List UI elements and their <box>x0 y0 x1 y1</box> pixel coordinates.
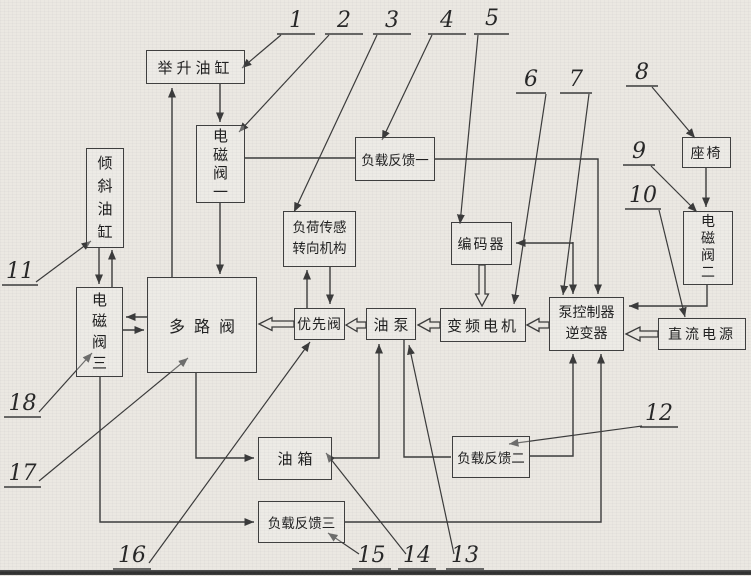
connector-multiway-to-oiltank <box>195 373 254 462</box>
hollow-arrow-pumpctrl-to-motor <box>525 317 550 333</box>
leader-line-2 <box>238 34 330 133</box>
hollow-arrow-dcpower-to-pumpctrl <box>624 325 659 343</box>
leader-line-9 <box>650 165 698 213</box>
hollow-arrow-priority-to-multiway <box>257 316 295 332</box>
block-label-encoder: 编码器 <box>457 236 506 253</box>
leader-line-12 <box>508 425 643 447</box>
block-oil-pump: 油泵 <box>366 308 416 340</box>
leader-line-17 <box>38 357 189 482</box>
connector-oilpump-to-loadfb2 <box>403 340 451 458</box>
callout-underlines <box>2 33 678 570</box>
block-label-load-feedback-1: 负载反馈一 <box>361 153 429 169</box>
block-seat: 座椅 <box>682 137 731 168</box>
hollow-arrow-encoder-to-motor <box>474 264 490 308</box>
leader-line-8 <box>651 86 696 139</box>
block-label-dc-power: 直流电源 <box>668 327 736 343</box>
callout-4: 4 <box>440 8 454 33</box>
block-label-lift-cylinder: 举升油缸 <box>157 58 234 77</box>
block-label-priority-valve: 优先阀 <box>297 317 342 333</box>
callout-17: 17 <box>8 461 37 486</box>
callout-12: 12 <box>645 401 673 426</box>
block-load-sensing-steering: 负荷传感转向机构 <box>283 211 356 267</box>
callout-1: 1 <box>289 8 303 33</box>
leader-line-7 <box>560 93 590 296</box>
block-tilt-cylinder: 倾斜油缸 <box>86 148 124 248</box>
block-oil-tank: 油箱 <box>258 437 332 480</box>
block-pump-controller-inverter: 泵控制器逆变器 <box>549 297 624 351</box>
leader-line-16 <box>148 341 311 564</box>
callout-2: 2 <box>337 8 351 33</box>
callout-10: 10 <box>629 183 657 208</box>
block-label-oil-tank: 油箱 <box>277 450 318 468</box>
leader-line-1 <box>241 34 282 69</box>
leader-line-14 <box>325 452 407 555</box>
block-label-solenoid-valve-2: 电磁阀二 <box>700 214 715 281</box>
callout-9: 9 <box>632 139 646 164</box>
block-solenoid-valve-2: 电磁阀二 <box>683 211 733 285</box>
leader-line-18 <box>38 352 93 413</box>
leader-line-6 <box>511 93 547 305</box>
block-multi-way-valve: 多路阀 <box>147 277 257 373</box>
leader-line-11 <box>35 240 92 283</box>
connector-sv2-to-pumpctrl <box>629 285 708 310</box>
connector-loadfb2-to-pumpctrl <box>530 354 577 457</box>
callout-7: 7 <box>569 67 583 92</box>
callout-3: 3 <box>385 8 399 33</box>
block-load-feedback-1: 负载反馈一 <box>355 137 435 181</box>
hollow-arrow-oilpump-to-priority <box>344 317 367 333</box>
hollow-arrow-motor-to-oilpump <box>416 317 441 333</box>
callout-11: 11 <box>6 259 34 284</box>
block-label-load-feedback-2: 负载反馈二 <box>457 451 525 467</box>
callout-6: 6 <box>524 67 538 92</box>
block-solenoid-valve-3: 电磁阀三 <box>76 287 123 377</box>
callout-14: 14 <box>403 543 431 568</box>
leader-line-13 <box>407 344 455 555</box>
block-priority-valve: 优先阀 <box>294 308 345 340</box>
block-label-vfd-motor: 变频电机 <box>446 316 519 335</box>
leader-line-4 <box>381 34 433 141</box>
connector-oiltank-to-oilpump <box>332 344 383 459</box>
block-solenoid-valve-1: 电磁阀一 <box>196 125 245 203</box>
leader-line-5 <box>456 34 479 225</box>
block-encoder: 编码器 <box>451 222 512 265</box>
scan-edge-band <box>0 570 751 575</box>
block-label-multi-way-valve: 多路阀 <box>168 317 244 336</box>
leader-line-15 <box>327 532 360 555</box>
leader-line-3 <box>293 34 378 213</box>
callout-15: 15 <box>357 543 386 568</box>
block-label-seat: 座椅 <box>690 145 723 162</box>
block-label-load-sensing-steering: 负荷传感转向机构 <box>292 220 347 257</box>
block-lift-cylinder: 举升油缸 <box>146 50 245 84</box>
block-dc-power: 直流电源 <box>658 318 746 350</box>
block-label-solenoid-valve-3: 电磁阀三 <box>91 291 107 372</box>
callout-13: 13 <box>451 543 479 568</box>
callout-5: 5 <box>485 6 499 31</box>
callout-8: 8 <box>635 60 649 85</box>
block-label-tilt-cylinder: 倾斜油缸 <box>97 154 113 241</box>
block-label-solenoid-valve-1: 电磁阀一 <box>212 127 228 201</box>
block-load-feedback-3: 负载反馈三 <box>258 501 345 543</box>
callout-16: 16 <box>118 543 146 568</box>
block-load-feedback-2: 负载反馈二 <box>452 436 530 478</box>
connector-loadfb1-to-pumpctrl <box>435 158 602 294</box>
connector-sv3-to-loadfb3 <box>99 377 254 526</box>
connector-loadfb3-to-pumpctrl <box>345 354 605 523</box>
leader-line-10 <box>658 209 687 318</box>
block-label-load-feedback-3: 负载反馈三 <box>267 516 336 532</box>
block-label-pump-controller-inverter: 泵控制器逆变器 <box>558 305 615 342</box>
callout-18: 18 <box>8 391 37 416</box>
block-label-oil-pump: 油泵 <box>373 315 414 334</box>
block-vfd-motor: 变频电机 <box>440 308 526 342</box>
